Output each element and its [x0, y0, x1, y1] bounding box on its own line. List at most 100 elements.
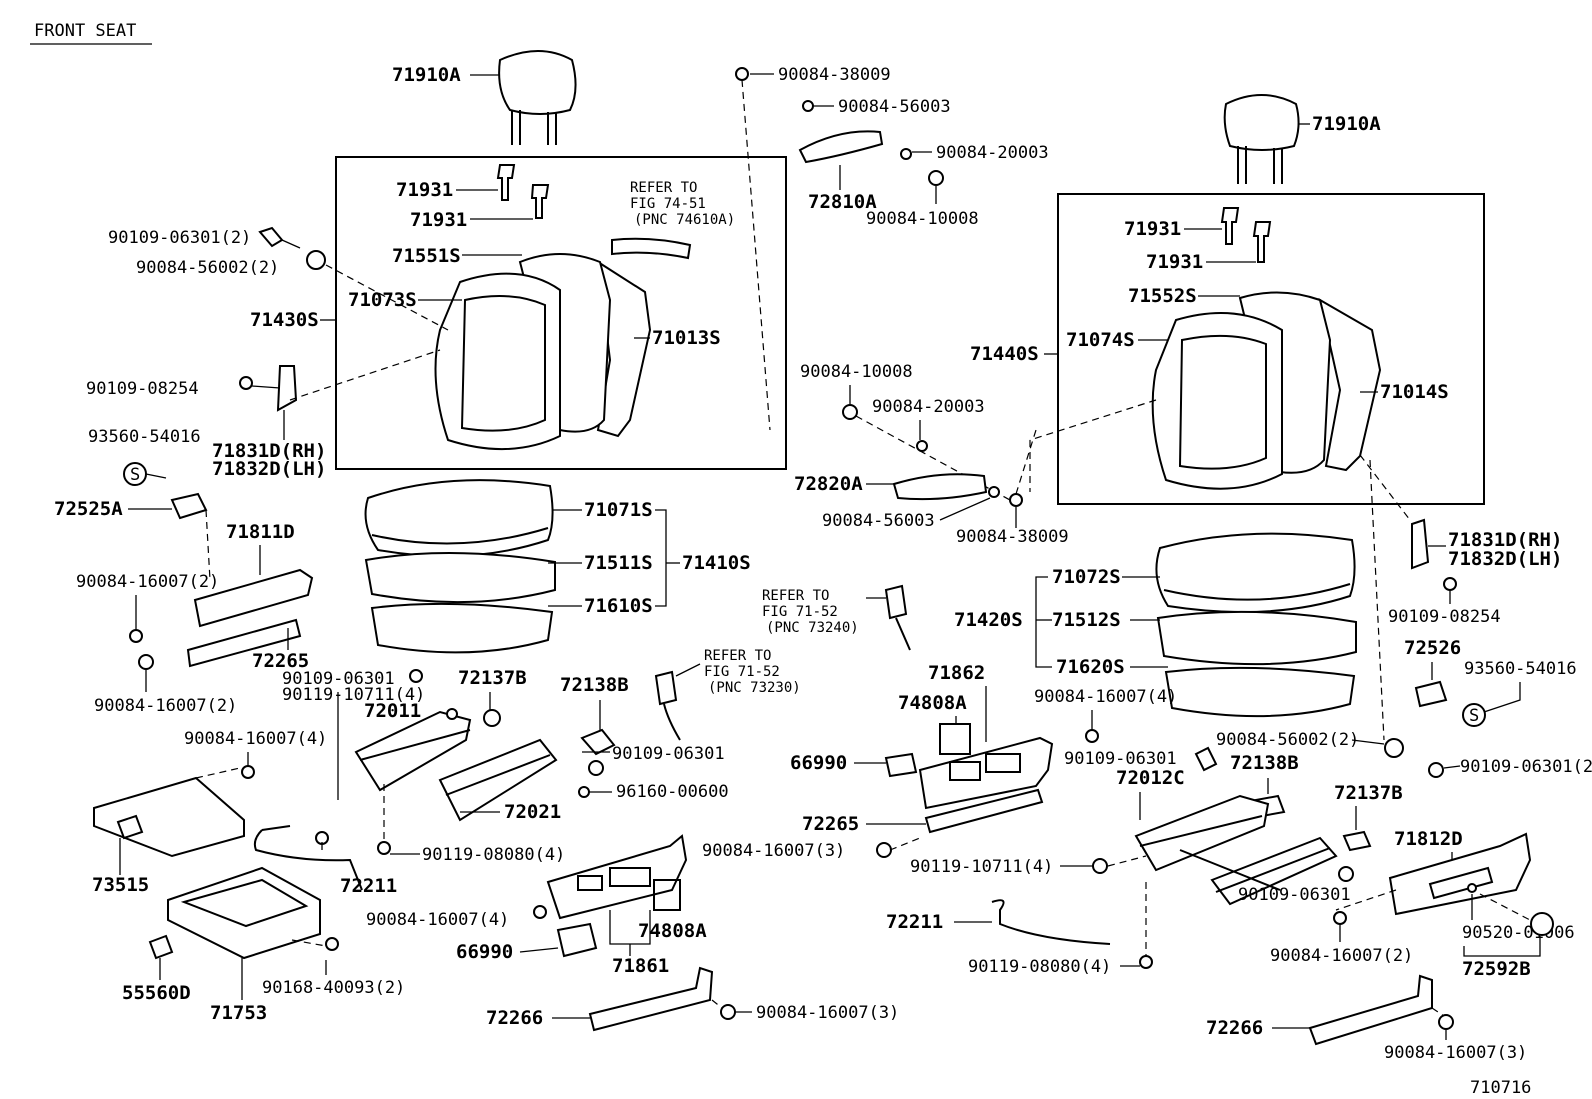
right-hinge-cover-drawing — [1411, 518, 1430, 570]
center-armrest-72820A-drawing — [892, 473, 988, 501]
label-right-bolt-06301-2: 90109-06301(2) — [1460, 757, 1592, 777]
label-center-refer-3: (PNC 73240) — [766, 620, 859, 636]
label-right-switch-66990: 66990 — [790, 752, 847, 774]
label-left-wire-72211: 72211 — [340, 875, 397, 897]
label-center-armrest-72820A: 72820A — [794, 473, 863, 495]
label-center-washer-56003b: 90084-56003 — [822, 511, 935, 531]
label-right-cushion-pad: 71512S — [1052, 609, 1121, 631]
label-right-adjuster-72012C: 72012C — [1116, 767, 1185, 789]
label-left-adjuster-72011: 72011 — [364, 700, 421, 722]
label-right-screw-16007-4: 90084-16007(4) — [1034, 687, 1177, 707]
label-left-cover-72265: 72265 — [252, 650, 309, 672]
label-right-switch-74808A: 74808A — [898, 692, 967, 714]
label-center-washer-56003: 90084-56003 — [838, 97, 951, 117]
left-headrest-drawing — [498, 50, 577, 145]
label-right-screw-16007-3b: 90084-16007(3) — [1384, 1043, 1527, 1063]
label-right-cover-72265: 72265 — [802, 813, 859, 835]
label-right-cap-72592B: 72592B — [1462, 958, 1531, 980]
label-center-bolt-10008b: 90084-10008 — [800, 362, 913, 382]
right-shield-71862-drawing — [918, 723, 1054, 834]
label-left-guide-1: 71931 — [396, 179, 453, 201]
label-right-bolt-06301b: 90109-06301 — [1238, 885, 1351, 905]
label-left-tray-73515: 73515 — [92, 874, 149, 896]
label-right-cushion-frame: 71620S — [1056, 656, 1125, 678]
label-left-hinge-rh: 71831D(RH) — [212, 440, 326, 462]
right-headrest-guides-drawing — [1220, 207, 1272, 263]
label-left-hinge-lh: 71832D(LH) — [212, 458, 326, 480]
label-left-back-pad: 71073S — [348, 289, 417, 311]
right-headrest-drawing — [1223, 94, 1300, 184]
left-cushion-drawing — [364, 479, 556, 654]
label-right-clip-symbol: S — [1469, 706, 1479, 726]
label-left-shield: 71811D — [226, 521, 295, 543]
label-left-refer2-3: (PNC 73230) — [708, 680, 801, 696]
label-left-knob-55560D: 55560D — [122, 982, 191, 1004]
label-left-adjuster-72021: 72021 — [504, 801, 561, 823]
label-right-nut-56002-2: 90084-56002(2) — [1216, 730, 1359, 750]
label-left-cover-72266: 72266 — [486, 1007, 543, 1029]
label-right-cap-72138B: 72138B — [1230, 752, 1299, 774]
label-left-back-cover: 71551S — [392, 245, 461, 267]
label-left-knob: 72525A — [54, 498, 123, 520]
label-right-back-cover: 71552S — [1128, 285, 1197, 307]
label-right-guide-2: 71931 — [1146, 251, 1203, 273]
right-cap-72592B-drawing — [1530, 912, 1554, 936]
label-left-clip-symbol: S — [130, 465, 140, 485]
label-right-shield-71812D: 71812D — [1394, 828, 1463, 850]
label-right-cushion-assy: 71420S — [954, 609, 1023, 631]
left-knob-drawing — [170, 492, 208, 520]
label-left-bolt-06301-2: 90109-06301(2) — [108, 228, 251, 248]
left-wire-drawing — [253, 829, 363, 891]
label-center-refer-1: REFER TO — [762, 588, 829, 604]
label-center-bolt-10008: 90084-10008 — [866, 209, 979, 229]
label-right-cushion-cover: 71072S — [1052, 566, 1121, 588]
label-left-switch-66990: 66990 — [456, 941, 513, 963]
label-left-switch-74808A: 74808A — [638, 920, 707, 942]
label-left-bolt-10711-4: 90119-10711(4) — [282, 685, 425, 705]
label-left-refer2-1: REFER TO — [704, 648, 771, 664]
right-seatback-drawing — [1151, 291, 1382, 490]
label-left-bolt-06301b: 90109-06301 — [612, 744, 725, 764]
left-hinge-cover-drawing — [239, 365, 298, 412]
label-left-clip-54016: 93560-54016 — [88, 427, 201, 447]
left-switch-66990-drawing — [556, 922, 598, 958]
label-center-nut-38009: 90084-38009 — [778, 65, 891, 85]
label-right-screw-16007-3: 90084-16007(3) — [702, 841, 845, 861]
diagram-title: FRONT SEAT — [34, 21, 136, 41]
left-seatback-group-box — [335, 156, 787, 470]
label-right-screw-16007-2: 90084-16007(2) — [1270, 946, 1413, 966]
label-left-screw-16007-3: 90084-16007(3) — [756, 1003, 899, 1023]
label-right-knob-72526: 72526 — [1404, 637, 1461, 659]
label-left-refer-3: (PNC 74610A) — [634, 212, 735, 228]
label-left-refer-1: REFER TO — [630, 180, 697, 196]
label-left-headrest: 71910A — [392, 64, 461, 86]
label-left-cap-72137B: 72137B — [458, 667, 527, 689]
label-right-hinge-lh: 71832D(LH) — [1448, 548, 1562, 570]
label-left-bolt-08254: 90109-08254 — [86, 379, 199, 399]
label-left-screw-16007-2a: 90084-16007(2) — [76, 572, 219, 592]
label-right-clip-01006: 90520-01006 — [1462, 923, 1575, 943]
label-left-cushion-pad: 71511S — [584, 552, 653, 574]
center-buckle-drawing — [884, 584, 911, 651]
label-left-bolt-08080-4: 90119-08080(4) — [422, 845, 565, 865]
label-left-screw-16007-2b: 90084-16007(2) — [94, 696, 237, 716]
label-left-refer2-2: FIG 71-52 — [704, 664, 780, 680]
label-left-cushion-cover: 71071S — [584, 499, 653, 521]
label-right-cap-72137B: 72137B — [1334, 782, 1403, 804]
label-left-screw-16007-4b: 90084-16007(4) — [366, 910, 509, 930]
label-left-guide-2: 71931 — [410, 209, 467, 231]
label-right-back-pad: 71074S — [1066, 329, 1135, 351]
right-cover-72266-drawing — [1308, 974, 1433, 1046]
label-left-drawer-71753: 71753 — [210, 1002, 267, 1024]
left-cover-72266-drawing — [588, 966, 714, 1032]
label-left-shield-71861: 71861 — [612, 955, 669, 977]
label-left-nut-56002-2: 90084-56002(2) — [136, 258, 279, 278]
right-shield-71812D-drawing — [1388, 832, 1532, 916]
label-left-screw-40093-2: 90168-40093(2) — [262, 978, 405, 998]
label-right-hinge-rh: 71831D(RH) — [1448, 529, 1562, 551]
left-tray-drawing — [93, 776, 245, 858]
right-clip-symbol-circle — [1462, 703, 1486, 727]
right-adjuster-drawing — [1134, 794, 1338, 906]
left-adjuster-drawing — [354, 669, 558, 822]
label-left-bolt-06301: 90109-06301 — [282, 669, 395, 689]
